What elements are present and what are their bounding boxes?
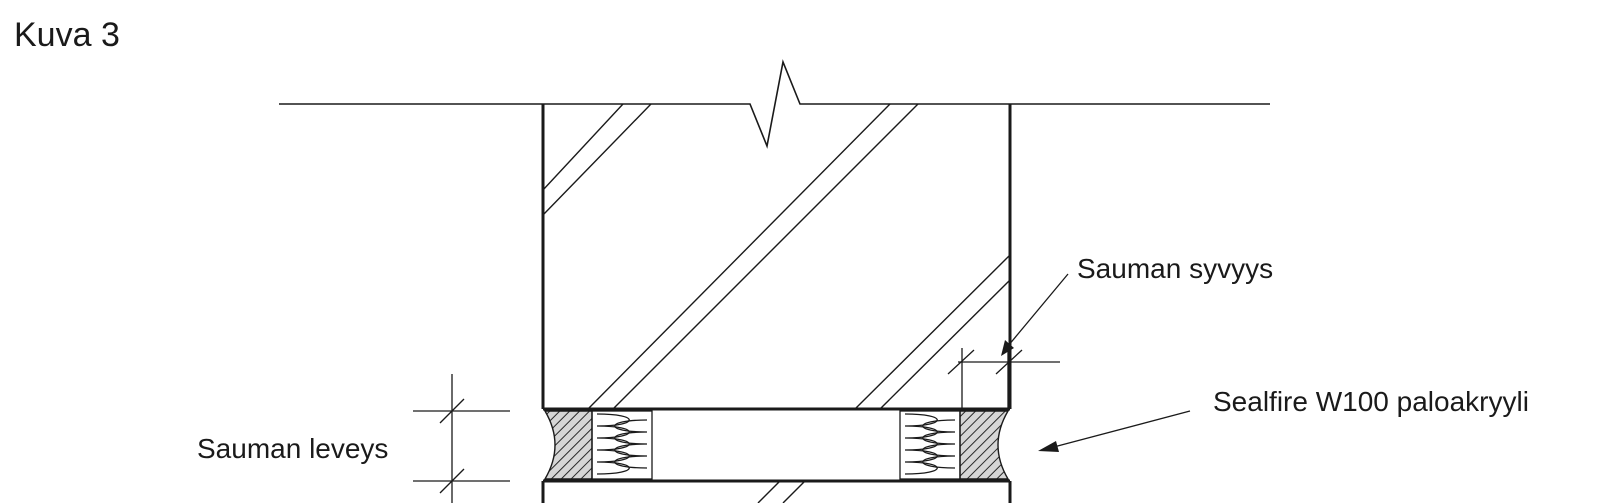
sealant-left (543, 410, 593, 480)
joint-width-label: Sauman leveys (197, 433, 388, 464)
product-leader-arrowhead (1038, 441, 1059, 452)
upper-wall (541, 103, 1012, 411)
backer-insulation-left (591, 410, 653, 480)
joint-depth-dimension (947, 273, 1069, 409)
lower-wall (541, 479, 1012, 503)
sealant-right (959, 410, 1010, 480)
backer-insulation-right (899, 410, 961, 480)
product-label: Sealfire W100 paloakryyli (1213, 386, 1529, 417)
joint-depth-arrowhead (1001, 340, 1014, 356)
break-line (279, 59, 1270, 149)
joint-width-dimension (413, 374, 510, 503)
joint-depth-label: Sauman syvyys (1077, 253, 1273, 284)
product-leader-line (1049, 410, 1191, 449)
figure-title: Kuva 3 (14, 16, 120, 54)
